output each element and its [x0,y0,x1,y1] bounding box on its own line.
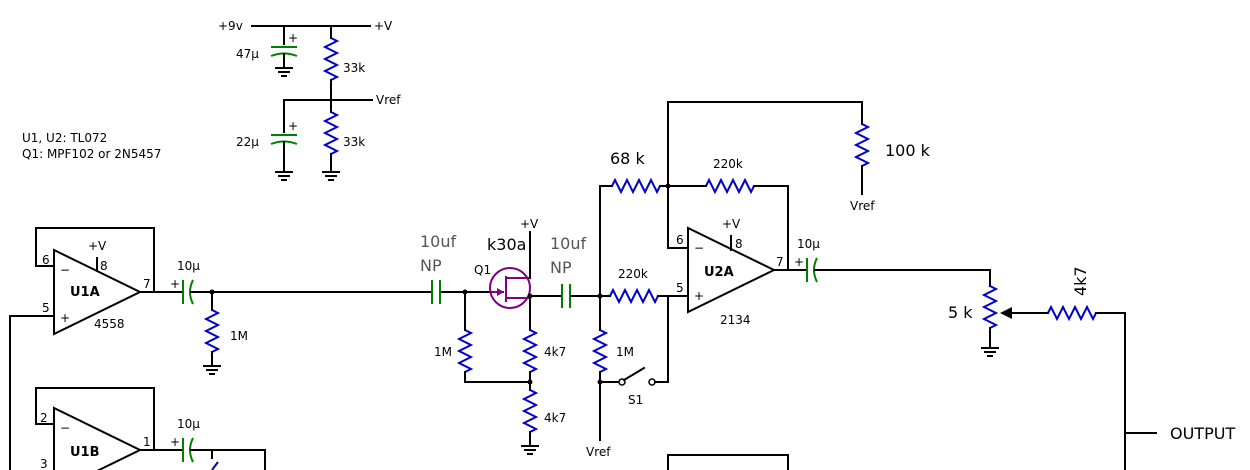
jfet-label: Q1 [474,263,491,277]
svg-text:3: 3 [40,457,48,470]
supply-input-label: +9v [218,19,243,33]
u2a-supply: +V [722,217,741,231]
opamp-u1a: − + U1A 4558 +V 8 6 5 7 [9,227,155,470]
cap-mid-value: 10uf [550,234,587,253]
resistor-4k7-out [1047,304,1097,322]
resistor-1m-gate-label: 1M [434,345,452,359]
cap-47u-label: 47µ [236,47,259,61]
switch-s1-label: S1 [628,393,643,407]
svg-text:5: 5 [42,301,50,315]
output-label: OUTPUT [1170,424,1235,443]
resistor-1m-u1a-label: 1M [230,329,248,343]
potentiometer-5k [981,285,999,329]
resistor-220k-feedback [705,177,755,195]
supply-output-label: +V [374,19,393,33]
resistor-33k-bottom-label: 33k [343,135,365,149]
resistor-33k-top [322,37,340,81]
resistor-68k-label: 68 k [610,149,645,168]
resistor-4k7-drain [521,329,539,373]
resistor-100k-label: 100 k [885,141,931,160]
svg-text:5: 5 [676,281,684,295]
vref-label: Vref [376,93,401,107]
svg-text:+: + [170,435,180,449]
svg-text:6: 6 [676,233,684,247]
resistor-1m-bias [591,329,609,373]
vref-bias-label: Vref [586,445,611,459]
svg-text:+: + [60,311,70,325]
potentiometer-wiper [1000,307,1012,319]
cap-input-type: NP [420,256,442,275]
u2a-name: U2A [704,265,734,280]
svg-text:8: 8 [735,237,743,251]
cap-u1b-out-label: 10µ [177,417,200,431]
power-supply-section: +9v +V + 47µ 33k Vref 33k + 22µ [218,19,401,181]
vref-top-label: Vref [850,199,875,213]
svg-text:1: 1 [143,435,151,449]
resistor-1m-u1a [203,309,221,353]
resistor-220k-series [609,287,659,305]
svg-text:7: 7 [143,277,151,291]
u1b-name: U1B [70,445,100,460]
resistor-1m-gate [456,329,474,373]
svg-text:+: + [170,277,180,291]
resistor-4k7-source-label: 4k7 [544,411,566,425]
svg-text:8: 8 [100,259,108,273]
svg-text:6: 6 [42,253,50,267]
svg-text:−: − [60,263,70,277]
output-section: 5 k 4k7 OUTPUT [948,266,1235,470]
parts-note-line2: Q1: MPF102 or 2N5457 [22,147,161,161]
opamp-u1b: − U1B 2 3 1 + 10µ [35,387,266,470]
svg-text:2: 2 [40,411,48,425]
svg-text:−: − [60,421,70,435]
u1a-name: U1A [70,285,100,300]
resistor-1m-bias-label: 1M [616,345,634,359]
svg-text:+: + [794,255,804,269]
cap-u1a-out-label: 10µ [177,259,200,273]
switch-s1-lever [622,366,646,382]
potentiometer-label: 5 k [948,303,973,322]
opamp-u2a-stage: 220k 68 k 220k 100 k Vref − + U2A 2134 +… [586,101,991,459]
resistor-33k-top-label: 33k [343,61,365,75]
resistor-220k-feedback-label: 220k [713,157,743,171]
u1a-part: 4558 [94,317,125,331]
jfet-stage: 10uf NP 1M Q1 k30a +V 4k7 4k7 10uf NP [420,217,611,455]
parts-note-line1: U1, U2: TL072 [22,131,107,145]
svg-text:7: 7 [776,255,784,269]
u1a-supply: +V [88,239,107,253]
resistor-100k [853,123,871,167]
svg-text:−: − [694,241,704,255]
svg-text:+: + [288,119,298,133]
jfet-supply: +V [520,217,539,231]
jfet-q1 [489,267,531,309]
cap-22u-label: 22µ [236,135,259,149]
svg-text:+: + [288,31,298,45]
cap-input-value: 10uf [420,232,457,251]
cap-output-label: 10µ [797,237,820,251]
resistor-4k7-source [521,389,539,433]
resistor-220k-series-label: 220k [618,267,648,281]
jfet-part: k30a [487,235,526,254]
resistor-4k7-out-label: 4k7 [1071,266,1090,296]
svg-text:+: + [694,289,704,303]
resistor-4k7-drain-label: 4k7 [544,345,566,359]
resistor-68k [611,177,661,195]
resistor-33k-bottom [322,111,340,155]
u2a-part: 2134 [720,313,751,327]
cap-mid-type: NP [550,258,572,277]
